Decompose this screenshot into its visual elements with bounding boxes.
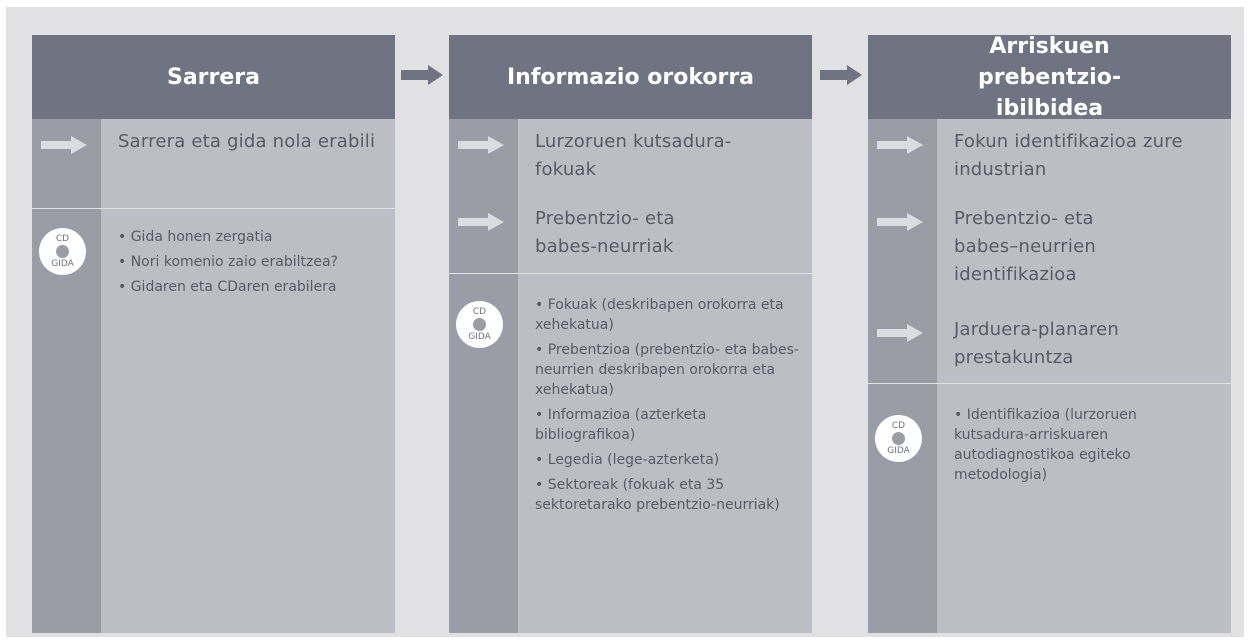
cd-disc-icon: CD GIDA xyxy=(875,415,922,462)
badge-bottom-label: GIDA xyxy=(51,259,74,269)
step-item: Lurzoruen kutsadura-fokuak xyxy=(535,131,732,180)
list-item: • Prebentzioa (prebentzio- eta babes-neu… xyxy=(535,342,799,398)
list-item: • Sektoreak (fokuak eta 35 sektoretarako… xyxy=(535,477,780,513)
column-side-strip xyxy=(32,119,101,633)
list-item: • Legedia (lege-azterketa) xyxy=(535,452,720,468)
cd-disc-icon: CD GIDA xyxy=(39,228,86,275)
divider xyxy=(449,273,812,274)
divider xyxy=(32,208,395,209)
right-arrow-icon xyxy=(41,136,87,154)
cd-disc-icon: CD GIDA xyxy=(456,301,503,348)
bullet-list: • Gida honen zergatia • Nori komenio zai… xyxy=(118,227,387,302)
diagram-frame: Sarrera Sarrera eta gida nola erabili CD… xyxy=(6,7,1244,637)
step-item: Fokun identifikazioa zure industrian xyxy=(954,131,1183,180)
column-arriskuen-prebentzio-ibilbidea: Arriskuen prebentzio-ibilbidea Fokun ide… xyxy=(868,34,1231,633)
column-body xyxy=(101,119,395,633)
list-item: • Gida honen zergatia xyxy=(118,229,273,245)
bullet-list: • Identifikazioa (lurzoruen kutsadura-ar… xyxy=(954,405,1169,490)
disc-dot xyxy=(892,432,905,445)
badge-top-label: CD xyxy=(472,307,487,317)
column-body xyxy=(937,119,1231,633)
column-title: Sarrera xyxy=(32,35,395,119)
list-item: • Informazioa (azterketa bibliografikoa) xyxy=(535,407,707,443)
step-item: Prebentzio- eta babes-neurriak xyxy=(535,208,675,257)
list-item: • Fokuak (deskribapen orokorra eta xehek… xyxy=(535,297,784,333)
column-side-strip xyxy=(449,119,518,633)
right-arrow-icon xyxy=(877,324,923,342)
column-title: Informazio orokorra xyxy=(449,35,812,119)
disc-dot xyxy=(473,318,486,331)
column-sarrera: Sarrera Sarrera eta gida nola erabili CD… xyxy=(32,35,395,633)
right-arrow-icon xyxy=(458,136,504,154)
badge-top-label: CD xyxy=(891,421,906,431)
right-arrow-icon xyxy=(458,213,504,231)
divider xyxy=(868,383,1231,384)
right-arrow-icon xyxy=(401,65,443,85)
bullet-list: • Fokuak (deskribapen orokorra eta xehek… xyxy=(535,295,804,520)
list-item: • Gidaren eta CDaren erabilera xyxy=(118,279,337,295)
right-arrow-icon xyxy=(877,213,923,231)
badge-top-label: CD xyxy=(55,234,70,244)
step-item: Sarrera eta gida nola erabili xyxy=(118,131,376,152)
column-body xyxy=(518,119,812,633)
column-side-strip xyxy=(868,119,937,633)
badge-bottom-label: GIDA xyxy=(887,446,910,456)
step-item: Jarduera-planaren prestakuntza xyxy=(954,319,1120,368)
column-informazio-orokorra: Informazio orokorra Lurzoruen kutsadura-… xyxy=(449,35,812,633)
right-arrow-icon xyxy=(820,65,862,85)
step-item: Prebentzio- eta babes–neurrien identifik… xyxy=(954,208,1096,285)
badge-bottom-label: GIDA xyxy=(468,332,491,342)
list-item: • Identifikazioa (lurzoruen kutsadura-ar… xyxy=(954,407,1137,483)
disc-dot xyxy=(56,245,69,258)
column-title: Arriskuen prebentzio-ibilbidea xyxy=(868,34,1231,121)
right-arrow-icon xyxy=(877,136,923,154)
list-item: • Nori komenio zaio erabiltzea? xyxy=(118,254,338,270)
